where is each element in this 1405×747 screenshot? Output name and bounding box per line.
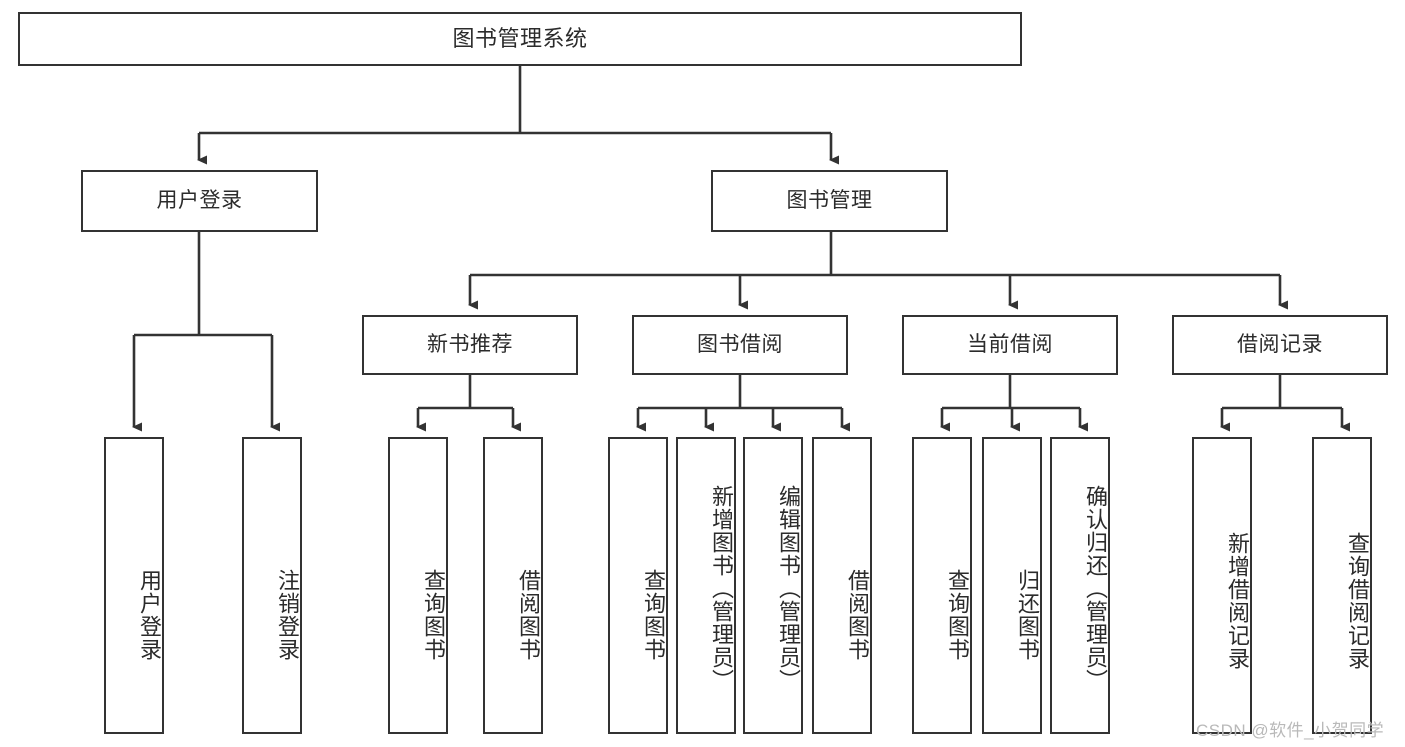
node-leaf-user-logout[interactable]: 注销登录 bbox=[242, 437, 302, 734]
node-book-borrow[interactable]: 图书借阅 bbox=[632, 315, 848, 375]
node-leaf-query-book-recommend[interactable]: 查询图书 bbox=[388, 437, 448, 734]
node-leaf-add-borrow-record[interactable]: 新增借阅记录 bbox=[1192, 437, 1252, 734]
node-leaf-borrow-book-recommend[interactable]: 借阅图书 bbox=[483, 437, 543, 734]
node-leaf-user-login[interactable]: 用户登录 bbox=[104, 437, 164, 734]
node-book-manage[interactable]: 图书管理 bbox=[711, 170, 948, 232]
node-leaf-query-book-borrow[interactable]: 查询图书 bbox=[608, 437, 668, 734]
node-current-borrow[interactable]: 当前借阅 bbox=[902, 315, 1118, 375]
node-new-book-recommend[interactable]: 新书推荐 bbox=[362, 315, 578, 375]
node-leaf-query-borrow-record[interactable]: 查询借阅记录 bbox=[1312, 437, 1372, 734]
node-leaf-borrow-book[interactable]: 借阅图书 bbox=[812, 437, 872, 734]
node-user-login[interactable]: 用户登录 bbox=[81, 170, 318, 232]
node-leaf-confirm-return-admin[interactable]: 确认归还（管理员） bbox=[1050, 437, 1110, 734]
node-leaf-return-book[interactable]: 归还图书 bbox=[982, 437, 1042, 734]
node-borrow-record[interactable]: 借阅记录 bbox=[1172, 315, 1388, 375]
csdn-watermark: CSDN @软件_小贺同学 bbox=[1196, 721, 1385, 740]
node-root-system[interactable]: 图书管理系统 bbox=[18, 12, 1022, 66]
node-leaf-edit-book-admin[interactable]: 编辑图书（管理员） bbox=[743, 437, 803, 734]
node-leaf-add-book-admin[interactable]: 新增图书（管理员） bbox=[676, 437, 736, 734]
node-leaf-query-book-current[interactable]: 查询图书 bbox=[912, 437, 972, 734]
